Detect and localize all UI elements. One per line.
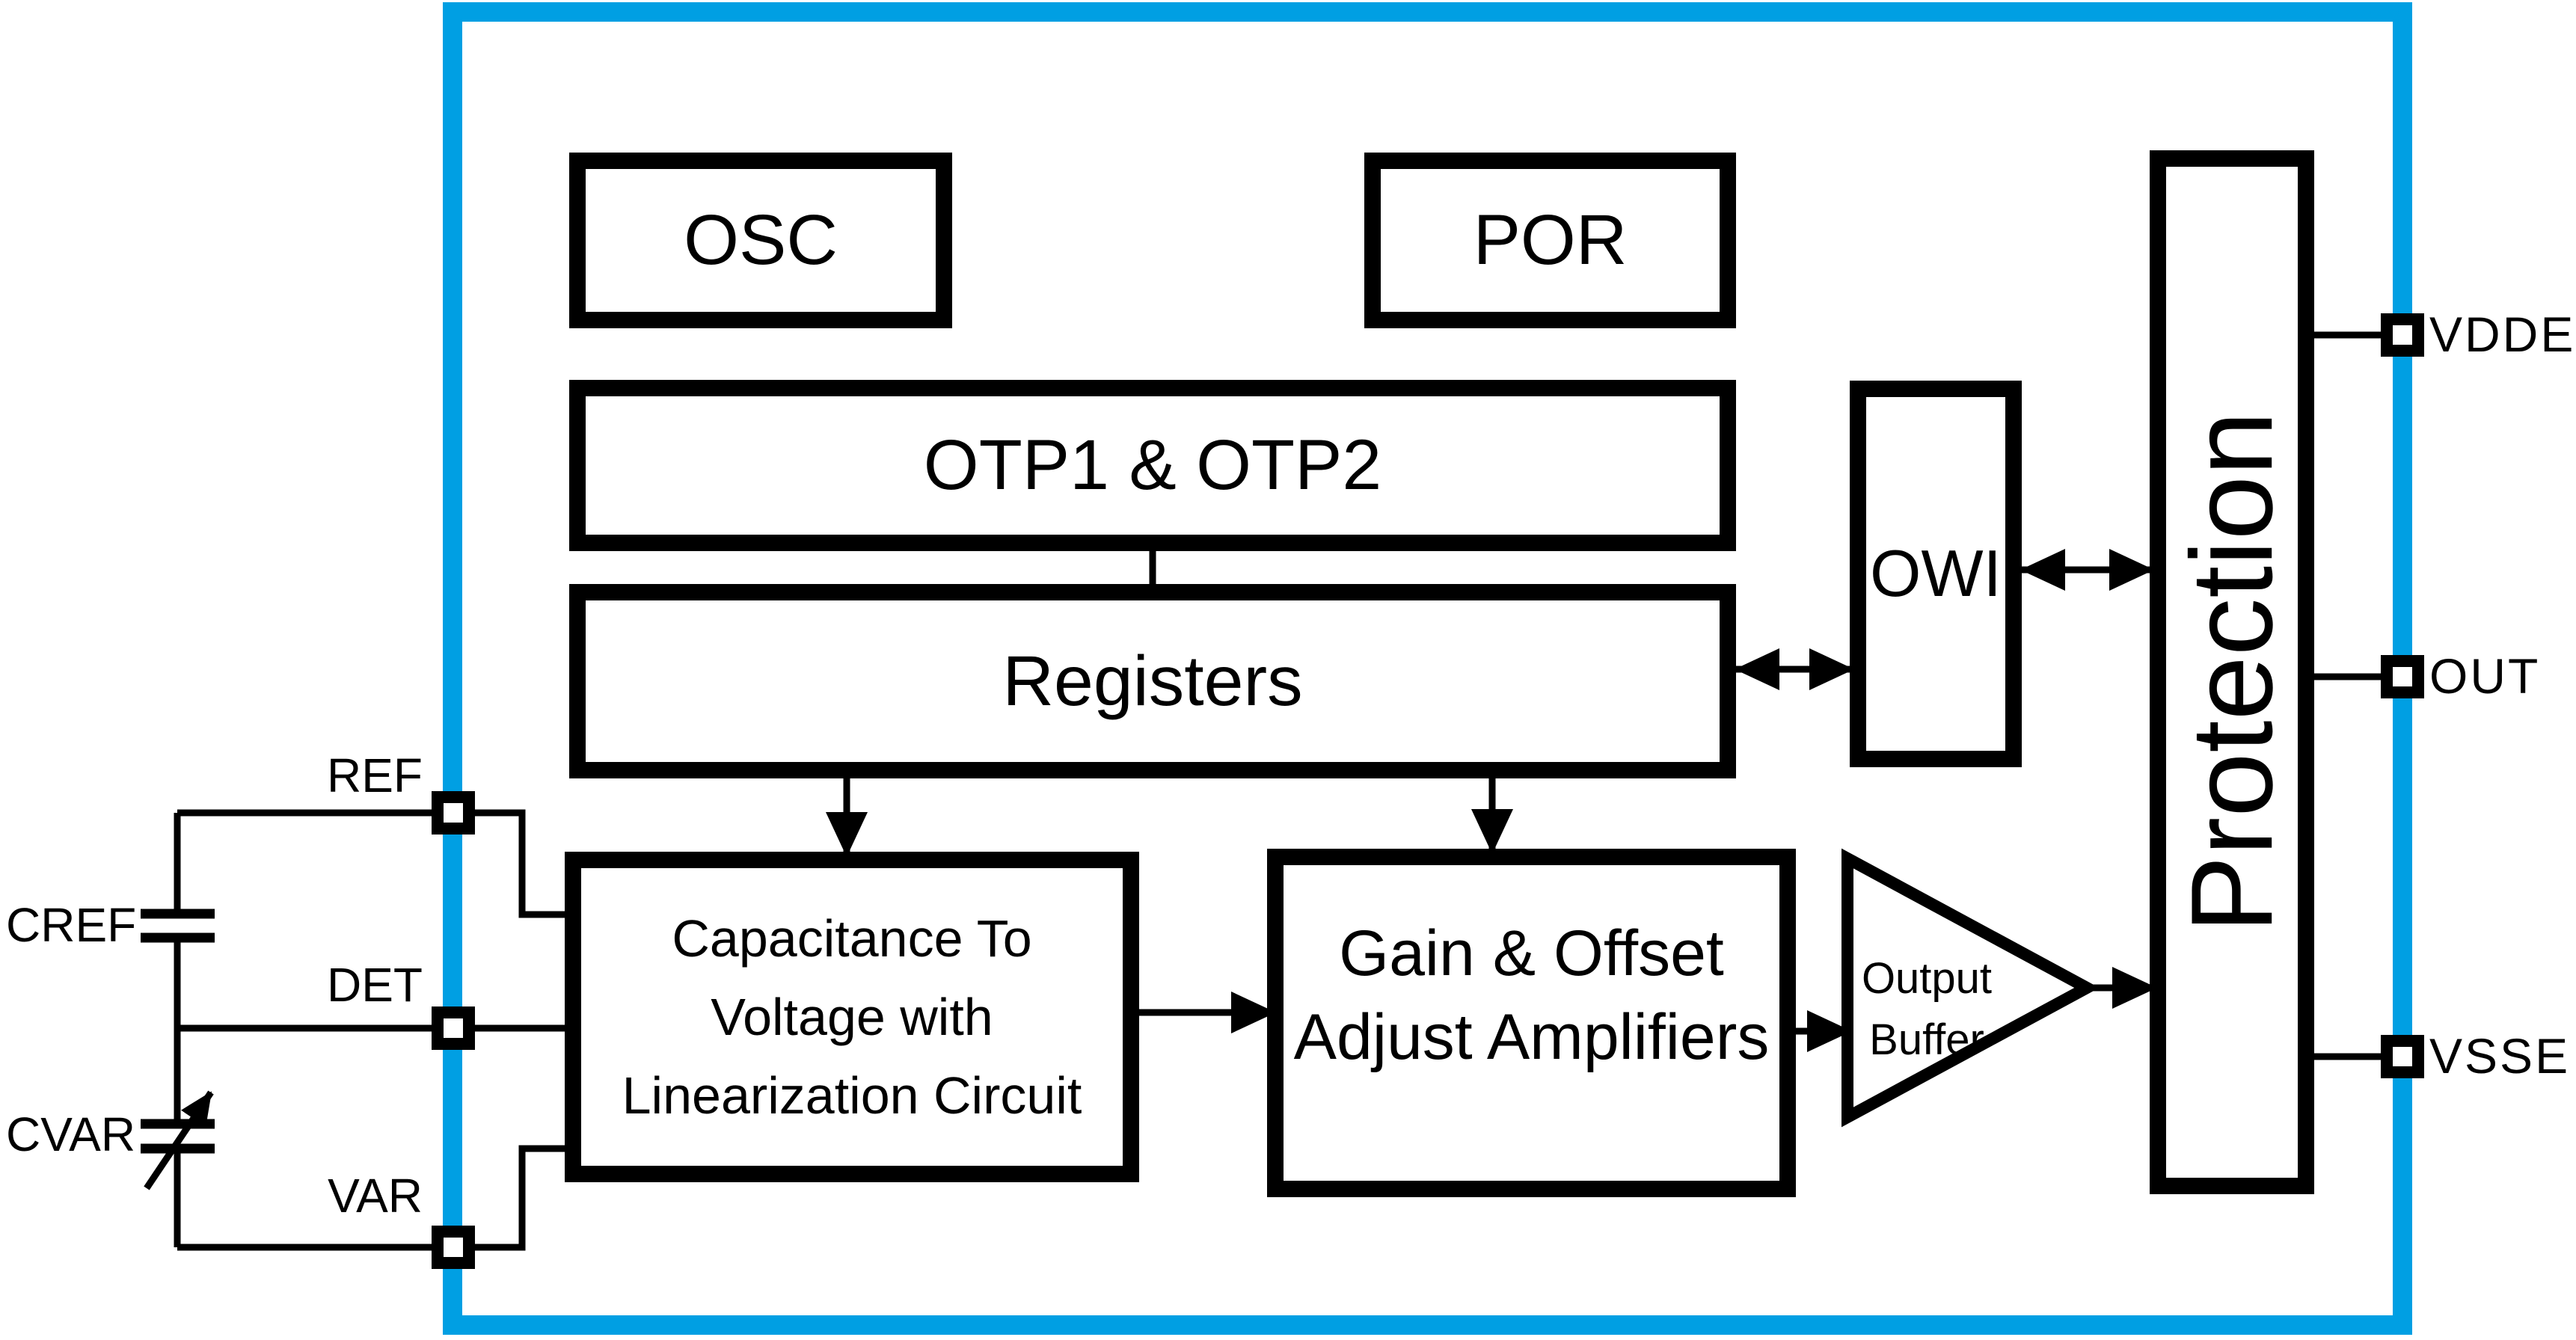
osc-label: OSC: [684, 200, 838, 280]
det-pin-label: DET: [327, 958, 423, 1012]
wire-var-internal: [475, 1145, 573, 1251]
block-protection: Protection: [2150, 150, 2314, 1194]
owi-label: OWI: [1870, 536, 2002, 611]
cref-label: CREF: [6, 898, 137, 953]
cvar-capacitor-symbol: [141, 1090, 215, 1190]
output-buffer-line1: Output: [1861, 954, 1993, 1003]
output-buffer-line2: Buffer: [1869, 1015, 1984, 1064]
cref-capacitor-symbol: [141, 909, 215, 943]
pin-out: [2381, 655, 2424, 698]
block-otp: OTP1 & OTP2: [569, 380, 1736, 551]
pin-var: [432, 1226, 475, 1269]
block-capacitance-to-voltage: Capacitance To Voltage with Linearizatio…: [565, 852, 1139, 1182]
vdde-pin-label: VDDE: [2429, 307, 2576, 363]
wire-ref-internal: [475, 809, 573, 918]
block-owi: OWI: [1850, 381, 2022, 767]
capacitance-label-line2: Voltage with: [711, 987, 993, 1046]
otp-label: OTP1 & OTP2: [923, 425, 1382, 505]
out-pin-label: OUT: [2429, 648, 2541, 704]
output-buffer-triangle: [1841, 848, 2100, 1128]
pin-vsse: [2381, 1035, 2424, 1078]
por-label: POR: [1473, 200, 1628, 280]
pin-vdde: [2381, 313, 2424, 357]
pin-det: [432, 1006, 475, 1050]
block-registers: Registers: [569, 584, 1736, 778]
block-por: POR: [1364, 153, 1736, 328]
block-gain-offset: Gain & Offset Adjust Amplifiers: [1267, 849, 1796, 1197]
block-osc: OSC: [569, 153, 952, 328]
pin-ref: [432, 791, 475, 835]
gain-label-line1: Gain & Offset: [1339, 918, 1724, 989]
vsse-pin-label: VSSE: [2429, 1028, 2571, 1084]
capacitance-label-line3: Linearization Circuit: [622, 1066, 1082, 1125]
ref-pin-label: REF: [327, 749, 423, 803]
gain-label-line2: Adjust Amplifiers: [1293, 1001, 1770, 1073]
registers-label: Registers: [1002, 641, 1303, 721]
cvar-label: CVAR: [6, 1107, 136, 1162]
capacitance-label-line1: Capacitance To: [672, 909, 1032, 968]
cvar-variable-arrow: [144, 1090, 214, 1190]
output-buffer-label: Output Buffer: [1847, 948, 2006, 1071]
var-pin-label: VAR: [328, 1169, 423, 1223]
protection-label: Protection: [2167, 411, 2297, 933]
